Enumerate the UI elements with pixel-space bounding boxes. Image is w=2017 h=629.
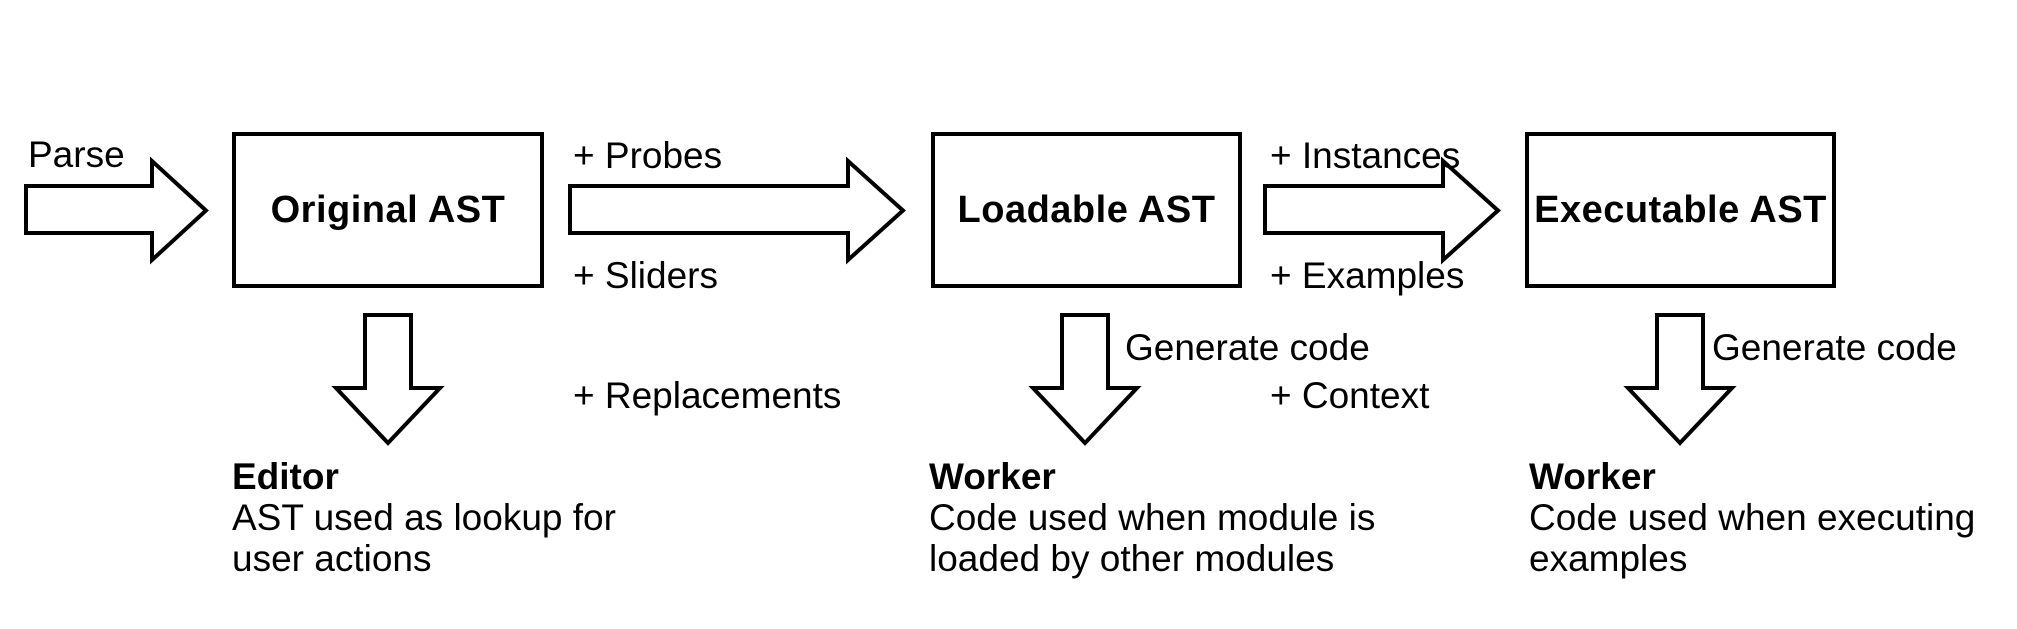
- original-ast-box: Original AST: [232, 132, 544, 288]
- parse-label: Parse: [28, 134, 125, 175]
- worker-output-title-1: Worker: [929, 456, 1056, 497]
- worker-output-line: Code used when module is: [929, 497, 1376, 538]
- transition-1-annotations: + Probes + Sliders + Replacements: [573, 56, 841, 496]
- loadable-ast-box-label: Loadable AST: [957, 188, 1216, 231]
- down-arrow-editor-icon: [331, 313, 445, 446]
- editor-output-line: AST used as lookup for: [232, 497, 616, 538]
- loadable-ast-box: Loadable AST: [931, 132, 1242, 288]
- worker-output-block-2: Worker Code used when executing examples: [1529, 456, 1975, 579]
- original-ast-box-label: Original AST: [270, 188, 506, 231]
- parse-right-arrow-icon: [24, 156, 209, 265]
- down-arrow-worker-1-icon: [1028, 313, 1142, 446]
- editor-output-block: Editor AST used as lookup for user actio…: [232, 456, 616, 579]
- worker-output-title-2: Worker: [1529, 456, 1656, 497]
- generate-code-label-2: Generate code: [1712, 327, 1957, 368]
- transition-2-line: + Instances: [1270, 135, 1461, 176]
- transition-1-line: + Replacements: [573, 375, 842, 416]
- worker-output-line: loaded by other modules: [929, 538, 1335, 579]
- executable-ast-box-label: Executable AST: [1534, 188, 1827, 231]
- worker-output-block-1: Worker Code used when module is loaded b…: [929, 456, 1375, 579]
- generate-code-label-1: Generate code: [1125, 327, 1370, 368]
- worker-output-line: examples: [1529, 538, 1688, 579]
- transition-1-line: + Probes: [573, 135, 723, 176]
- editor-output-title: Editor: [232, 456, 339, 497]
- down-arrow-worker-2-icon: [1623, 313, 1737, 446]
- transition-1-line: + Sliders: [573, 255, 718, 296]
- transition-2-line: + Examples: [1270, 255, 1465, 296]
- transition-2-line: + Context: [1270, 375, 1430, 416]
- transition-2-annotations: + Instances + Examples + Context: [1270, 56, 1464, 496]
- transform-right-arrow-1-icon: [568, 156, 906, 265]
- executable-ast-box: Executable AST: [1525, 132, 1836, 288]
- editor-output-line: user actions: [232, 538, 432, 579]
- transform-right-arrow-2-icon: [1263, 156, 1501, 265]
- worker-output-line: Code used when executing: [1529, 497, 1976, 538]
